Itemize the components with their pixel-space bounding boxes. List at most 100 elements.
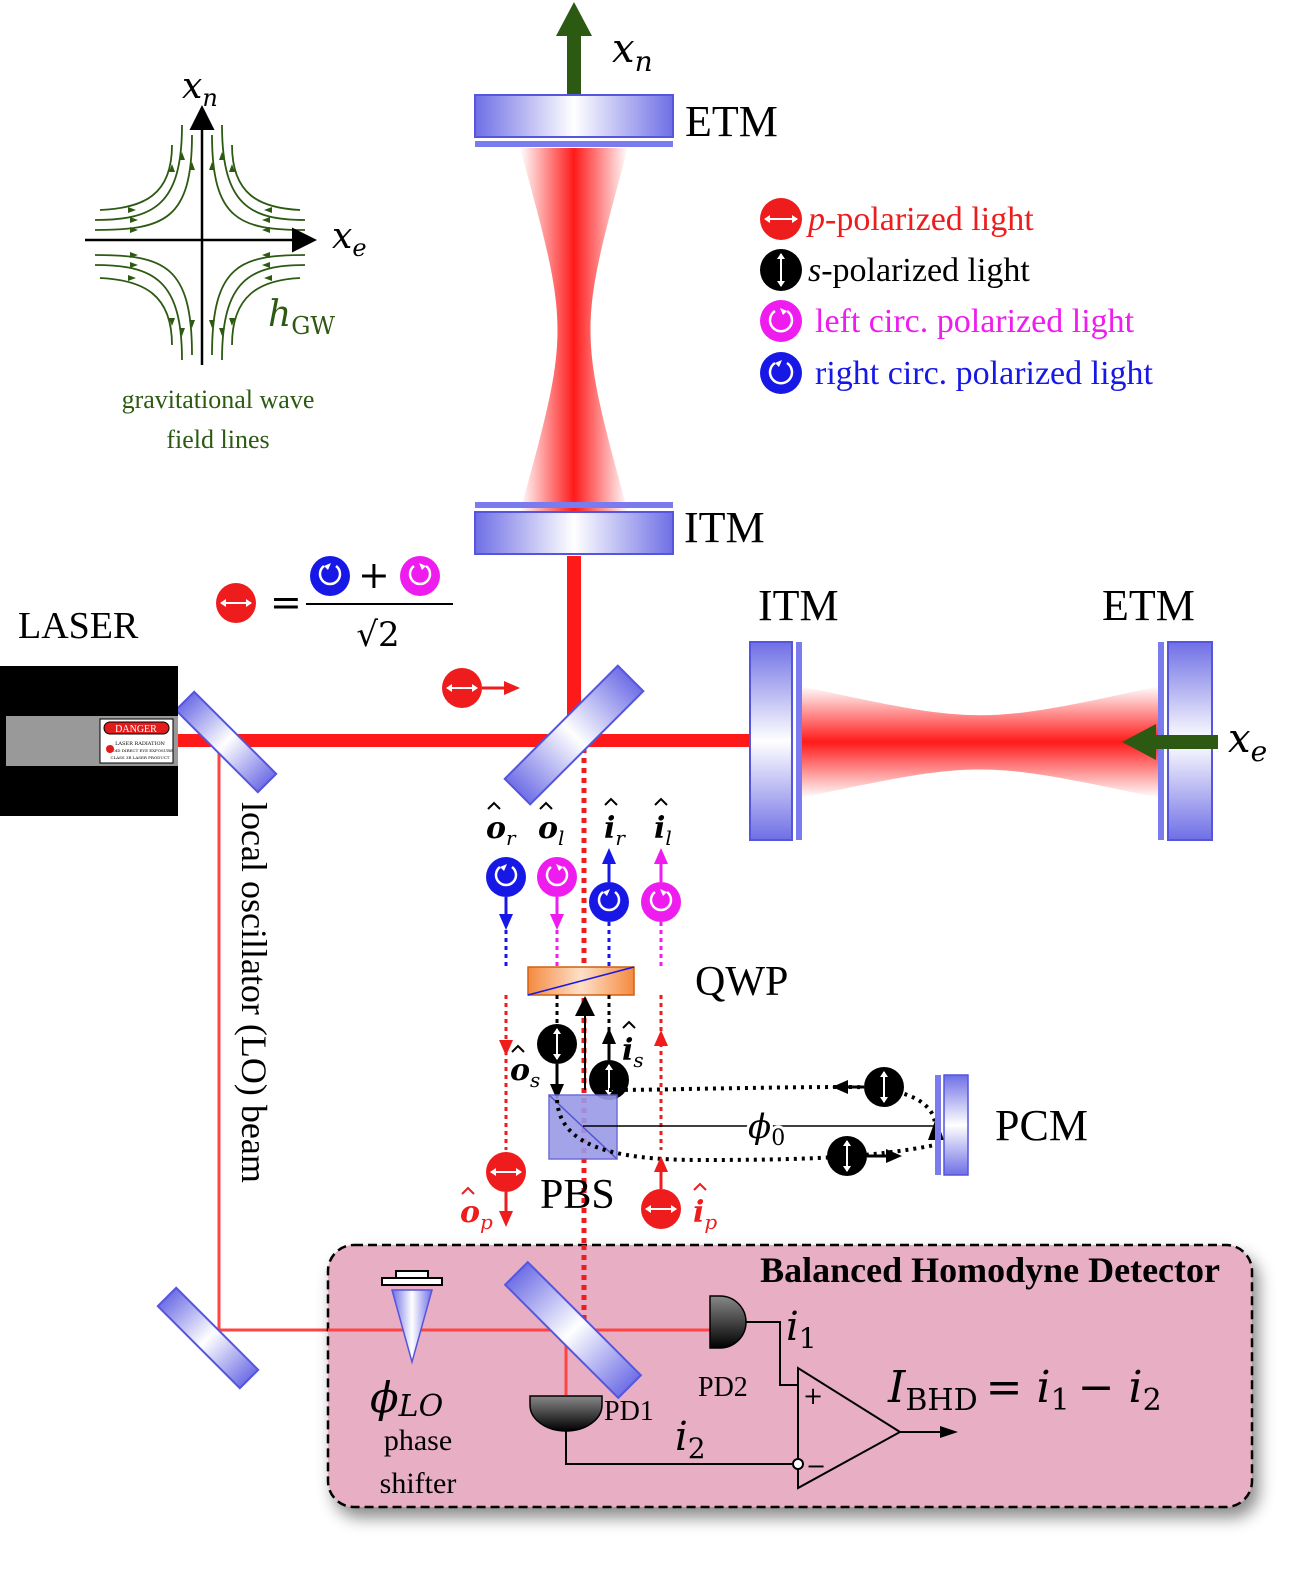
photodiode-pd1[interactable]: [529, 1395, 603, 1432]
output-arrow: [940, 1426, 958, 1438]
i2-label: i2: [675, 1414, 706, 1465]
mode-o-p-label: op: [460, 1195, 493, 1234]
legend: p-polarized light s-polarized light left…: [760, 198, 1154, 394]
legend-l-symbol: [760, 300, 802, 342]
phase-conjugate-mirror[interactable]: [935, 1074, 969, 1176]
differential-amplifier: [792, 1366, 902, 1490]
amp-plus: +: [803, 1382, 823, 1410]
phi0-label: ϕ0: [748, 1107, 785, 1151]
i1-label: i1: [786, 1304, 817, 1355]
legend-s-symbol: [760, 249, 802, 291]
etm-north-mirror[interactable]: [474, 94, 674, 147]
i-l-red-arrow: [654, 1030, 668, 1046]
bhd-title: Balanced Homodyne Detector: [760, 1250, 1220, 1290]
itm-east-mirror[interactable]: [749, 641, 802, 841]
legend-r-symbol: [760, 352, 802, 394]
p-pol-beam-indicator: [442, 668, 520, 708]
gw-caption-1: gravitational wave: [122, 385, 315, 414]
eq-equals: =: [270, 580, 302, 624]
pcm-s-symbol-lower: [827, 1136, 902, 1176]
lo-phase-shifter[interactable]: [381, 1270, 443, 1365]
mode-o-l-label: ol: [538, 811, 564, 850]
etm-east-label: ETM: [1102, 581, 1195, 630]
pcm-s-symbol-upper: [832, 1067, 904, 1107]
mode-o-l-symbol: [537, 857, 577, 930]
mode-o-r-label: or: [486, 811, 517, 850]
main-laser-beam: [175, 734, 755, 747]
mode-o-s-label: os: [510, 1053, 540, 1092]
pbs-label: PBS: [540, 1172, 615, 1218]
etm-north-displacement-arrow: [556, 2, 592, 94]
qwp-label: QWP: [695, 959, 788, 1005]
danger-small-1: LASER RADIATION: [115, 741, 165, 747]
hat-marks-s: [511, 1020, 636, 1053]
legend-p-symbol: [760, 198, 802, 240]
amp-minus: −: [806, 1452, 826, 1480]
gw-h-label: hGW: [268, 294, 335, 340]
o-r-red-arrow: [499, 1040, 513, 1056]
danger-small-2: AVOID DIRECT EYE EXPOSURE: [106, 748, 173, 753]
mode-i-p-symbol: [641, 1156, 681, 1229]
itm-east-label: ITM: [758, 581, 839, 630]
mode-i-s-label: is: [622, 1033, 644, 1072]
mode-i-l-label: il: [654, 811, 672, 850]
legend-s-text: s-polarized light: [808, 252, 1030, 289]
quarter-wave-plate[interactable]: [527, 966, 635, 996]
laser-hazard-icon: [106, 745, 114, 753]
phi-lo-label: ϕLO: [370, 1373, 443, 1424]
pcm-loop: [555, 1084, 937, 1163]
bhd-beam-splitter[interactable]: [503, 1260, 643, 1400]
eq-p-symbol: [216, 583, 256, 623]
gw-y-label: xn: [182, 66, 218, 112]
pcm-label: PCM: [995, 1101, 1088, 1150]
north-arm-beam: [567, 556, 581, 741]
polarization-equation: = + √2: [216, 553, 453, 655]
photodiode-pd2[interactable]: [709, 1295, 747, 1349]
phase-shifter-label-2: shifter: [380, 1467, 457, 1500]
legend-p-text: p-polarized light: [806, 201, 1034, 238]
eq-plus: +: [358, 553, 390, 597]
mode-i-r-label: ir: [604, 811, 626, 850]
hat-marks: [487, 797, 668, 810]
laser-label: LASER: [18, 605, 139, 647]
etm-east-displacement-arrow: [1122, 724, 1218, 760]
east-arm-cavity-beam: [800, 686, 1160, 798]
lo-beam-label: local oscillator (LO) beam: [234, 802, 274, 1183]
gw-x-label: xe: [332, 216, 367, 262]
ibhd-equation: IBHD= i1− i2: [887, 1362, 1162, 1418]
eq-r-symbol: [310, 556, 350, 596]
beam-splitter[interactable]: [503, 664, 645, 806]
gw-caption-2: field lines: [166, 425, 269, 454]
mode-dotted-lines-upper: [504, 922, 663, 968]
danger-text: DANGER: [115, 724, 157, 735]
xe-right-label: xe: [1228, 716, 1267, 768]
lo-steering-mirror[interactable]: [156, 1286, 260, 1390]
laser-source[interactable]: DANGER LASER RADIATION AVOID DIRECT EYE …: [0, 666, 178, 816]
legend-r-text: right circ. polarized light: [815, 355, 1154, 392]
hat-marks-p: [461, 1182, 707, 1195]
lo-pickoff-mirror[interactable]: [174, 690, 278, 794]
legend-l-text: left circ. polarized light: [815, 303, 1135, 340]
mode-i-r-symbol: [589, 848, 629, 922]
xn-top-label: xn: [612, 26, 653, 78]
itm-north-label: ITM: [684, 503, 765, 552]
mode-i-l-symbol: [641, 848, 681, 922]
north-arm-cavity-beam: [520, 148, 628, 512]
itm-north-mirror[interactable]: [474, 502, 674, 555]
mode-o-p-symbol: [486, 1152, 526, 1227]
pd1-label: PD1: [604, 1396, 654, 1427]
eq-l-symbol: [400, 556, 440, 596]
mode-i-p-label: ip: [693, 1195, 717, 1234]
mode-o-r-symbol: [486, 857, 526, 930]
gw-field-lines: [94, 124, 306, 361]
phase-shifter-label-1: phase: [384, 1424, 452, 1457]
eq-denominator: √2: [356, 615, 399, 655]
polarizing-beam-splitter[interactable]: [548, 1094, 618, 1160]
mode-dotted-lines-lower: [504, 995, 663, 1150]
bhd-wiring: [565, 1321, 945, 1465]
etm-north-label: ETM: [685, 97, 778, 146]
pd2-label: PD2: [698, 1372, 748, 1403]
mode-o-s-symbol: [537, 1024, 577, 1100]
danger-small-3: CLASS 3R LASER PRODUCT: [111, 755, 170, 760]
